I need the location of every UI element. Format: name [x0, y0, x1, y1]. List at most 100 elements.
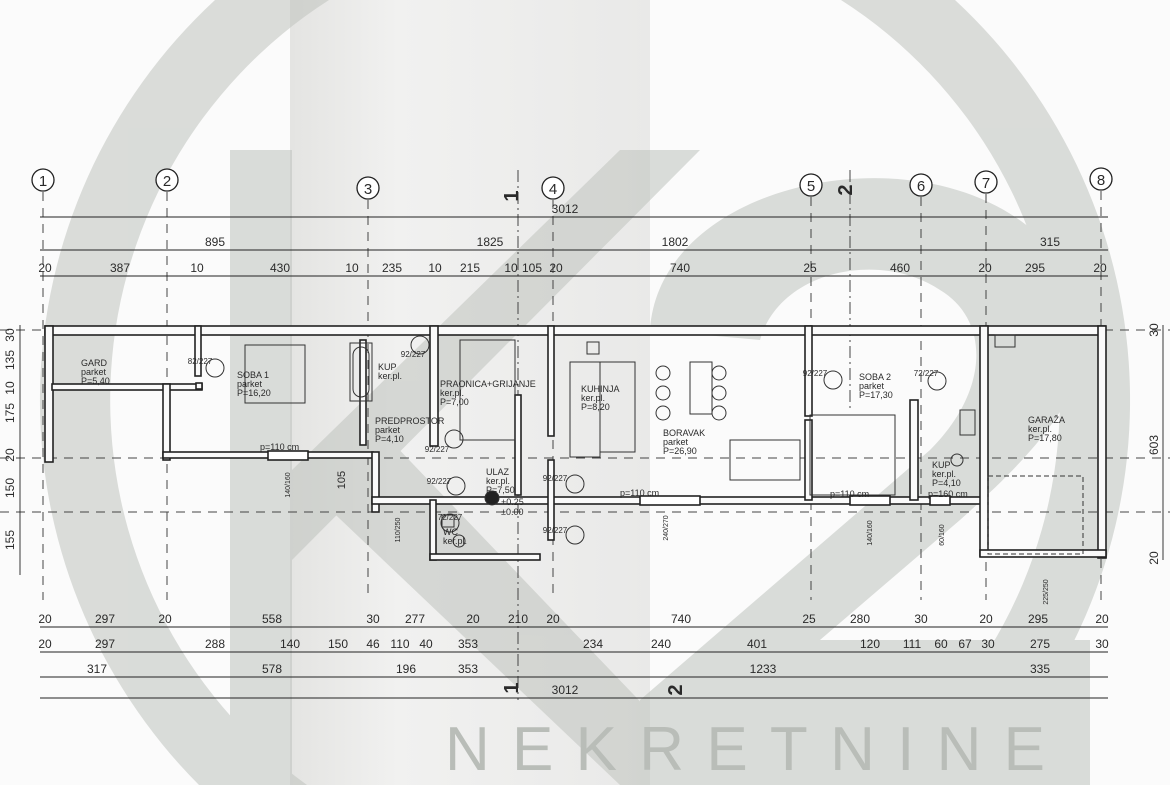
- dim-top-row2-value: 295: [1025, 261, 1045, 275]
- dim-bottom-row1-value: 295: [1028, 612, 1048, 626]
- wall-segment: [44, 325, 1106, 336]
- wall-segment: [514, 394, 522, 496]
- furniture-item: [599, 361, 636, 453]
- axis-bubble: [799, 173, 823, 197]
- wall-segment: [804, 419, 813, 501]
- dim-bottom-row2-value: 353: [458, 637, 478, 651]
- axis-label: 2: [163, 173, 171, 190]
- dim-bottom-row2-value: 275: [1030, 637, 1050, 651]
- section-marker: 2: [835, 184, 857, 195]
- watermark-k-leg: [320, 440, 720, 785]
- door-size: 72/227: [914, 369, 939, 378]
- window-label: p=160 cm: [928, 489, 968, 499]
- dim-bottom-row2-value: 150: [328, 637, 348, 651]
- furniture-item: [729, 439, 801, 481]
- dim-bottom-row1-value: 740: [671, 612, 691, 626]
- dim-top-row2-value: 740: [670, 261, 690, 275]
- dim-top-row2-value: 10: [190, 261, 204, 275]
- wall-segment: [371, 451, 380, 513]
- dim-top-row2-value: 460: [890, 261, 910, 275]
- dim-bottom-row1-value: 280: [850, 612, 870, 626]
- dim-bottom-row3-value: 196: [396, 662, 416, 676]
- sill-height: 60/160: [939, 524, 946, 546]
- furniture-item: [586, 341, 600, 355]
- room-area: P=8,20: [581, 402, 610, 412]
- room-name: KUP: [932, 460, 951, 470]
- axis-label: 3: [364, 181, 372, 198]
- room-name: BORAVAK: [663, 428, 705, 438]
- wall-segment: [547, 459, 555, 541]
- dim-bottom-row3-value: 1233: [750, 662, 777, 676]
- level-top: +0.25: [501, 497, 524, 507]
- dim-top-row2-value: 430: [270, 261, 290, 275]
- furniture-item: [950, 453, 964, 467]
- window: [639, 495, 701, 506]
- dim-bottom-row1-value: 297: [95, 612, 115, 626]
- axis-label: 7: [982, 175, 990, 192]
- dim-left-value: 20: [3, 448, 17, 462]
- dim-bottom-row1-value: 20: [158, 612, 172, 626]
- door-swing-mark: [927, 371, 947, 391]
- room-floor: parket: [859, 381, 885, 391]
- room-floor: ker.pl.: [581, 393, 605, 403]
- dim-bottom-row3-value: 578: [262, 662, 282, 676]
- room-name: KUHINJA: [581, 384, 620, 394]
- dim-bottom-overall-value: 3012: [552, 683, 579, 697]
- furniture-item: [809, 414, 896, 496]
- wall-segment: [194, 325, 202, 377]
- wall-segment: [979, 325, 989, 557]
- axis-bubble: [541, 176, 565, 200]
- axis-label: 6: [917, 178, 925, 195]
- dim-bottom-row2-value: 140: [280, 637, 300, 651]
- door-size: 92/227: [543, 474, 568, 483]
- door-swing-mark: [565, 525, 585, 545]
- dim-right-value: 603: [1147, 435, 1161, 455]
- axis-bubble: [31, 168, 55, 192]
- axis-label: 1: [39, 173, 47, 190]
- room-area: P=5,40: [81, 376, 110, 386]
- dim-bottom-row2-value: 120: [860, 637, 880, 651]
- furniture-item: [689, 361, 713, 415]
- door-size: 82/227: [188, 357, 213, 366]
- dim-top-row2-value: 25: [803, 261, 817, 275]
- door-size: 72/227: [438, 513, 463, 522]
- dim-bottom-row2-value: 46: [366, 637, 380, 651]
- furniture-item: [352, 346, 370, 398]
- dim-top-row2-value: 20: [1093, 261, 1107, 275]
- door-swing-mark: [823, 370, 843, 390]
- room-name: GARAŽA: [1028, 415, 1065, 425]
- furniture-item: [994, 334, 1016, 348]
- section-marker: 1: [501, 190, 523, 201]
- dim-bottom-row2-value: 240: [651, 637, 671, 651]
- furniture-item: [655, 385, 671, 401]
- dim-bottom-row2-value: 111: [903, 637, 922, 651]
- window-label: p=110 cm: [830, 489, 869, 499]
- window: [929, 495, 951, 506]
- wall-segment: [162, 383, 171, 461]
- door-size: 92/227: [803, 369, 828, 378]
- section-marker: 2: [665, 684, 687, 695]
- dim-bottom-row2-value: 401: [747, 637, 767, 651]
- room-area: P=4,10: [932, 478, 961, 488]
- dim-right-value: 30: [1147, 323, 1161, 337]
- section-marker: 1: [501, 682, 523, 693]
- door-swing-mark: [410, 335, 430, 355]
- walls: [44, 325, 1107, 561]
- axis-label: 5: [807, 178, 815, 195]
- axis-label: 8: [1097, 172, 1105, 189]
- room-name: GARD: [81, 358, 108, 368]
- room-name: WC: [443, 527, 458, 537]
- dim-left-value: 155: [3, 530, 17, 550]
- dim-right-value: 20: [1147, 551, 1161, 565]
- sill-height: 240/270: [663, 515, 670, 540]
- furniture-item: [987, 475, 1084, 555]
- furniture: [205, 334, 1084, 555]
- wall-segment: [429, 553, 541, 561]
- room-area: P=26,90: [663, 446, 697, 456]
- wall-segment: [429, 499, 437, 561]
- window-label: p=110 cm: [260, 442, 299, 452]
- furniture-item: [244, 344, 306, 404]
- dim-left-value: 150: [3, 478, 17, 498]
- dim-top-row1-value: 1825: [477, 235, 504, 249]
